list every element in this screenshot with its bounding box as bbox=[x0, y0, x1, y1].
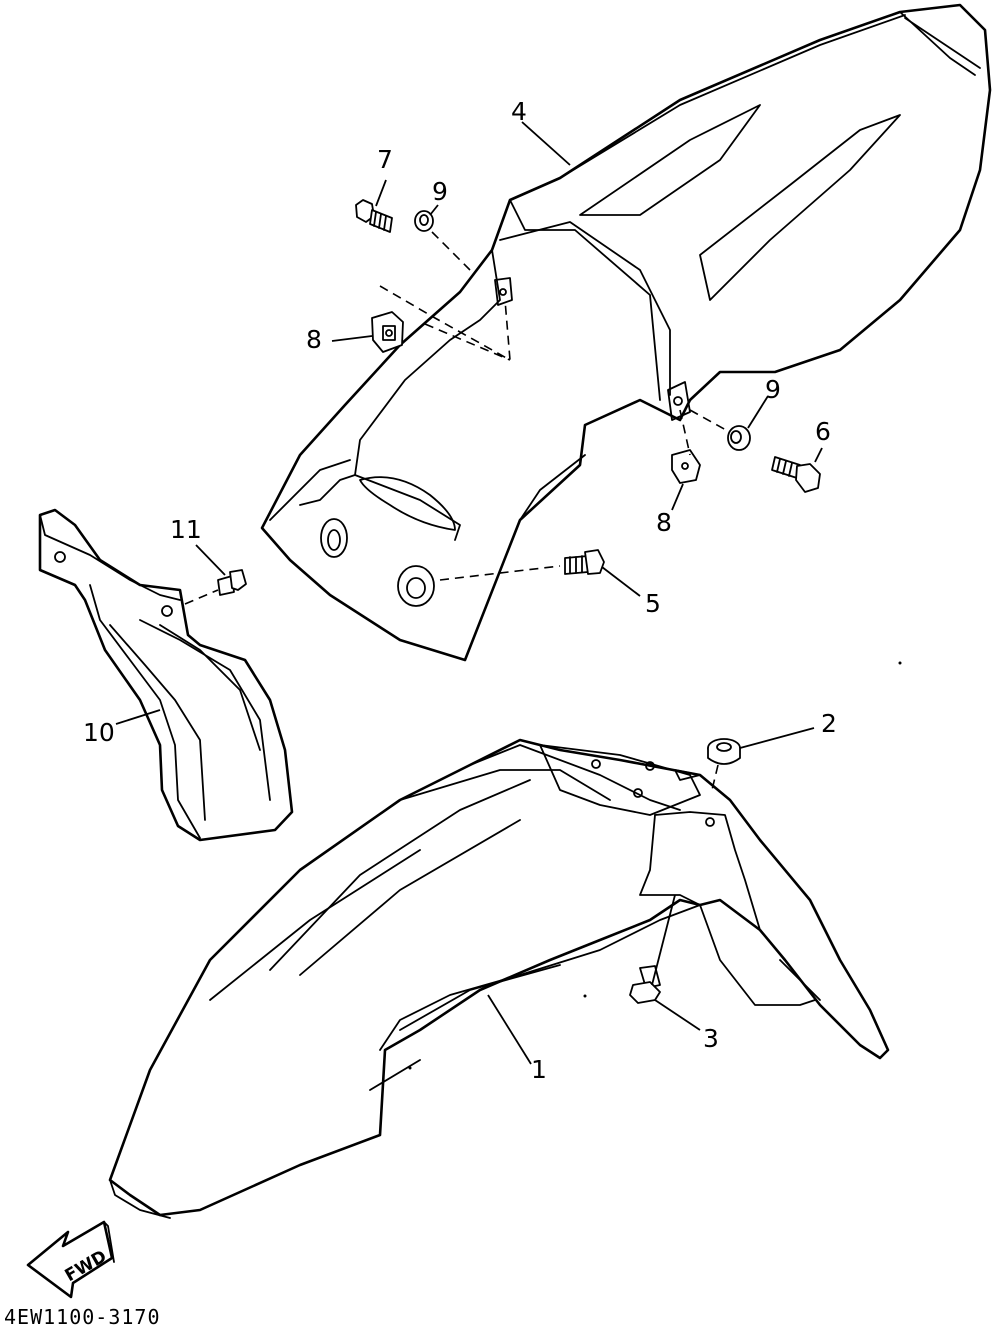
callout-4: 4 bbox=[511, 97, 527, 126]
callout-5: 5 bbox=[645, 589, 661, 618]
collar-9-right bbox=[727, 425, 751, 451]
rear-fender bbox=[260, 3, 992, 662]
callout-11: 11 bbox=[170, 515, 202, 544]
callout-1: 1 bbox=[531, 1055, 547, 1084]
diagram-part-code: 4EW1100-3170 bbox=[4, 1305, 161, 1329]
callout-8-lower: 8 bbox=[656, 508, 672, 537]
assembly-lines bbox=[184, 231, 727, 791]
leader-lines bbox=[115, 121, 823, 1065]
callout-7: 7 bbox=[377, 145, 393, 174]
callout-6: 6 bbox=[815, 417, 831, 446]
collar-9-upper bbox=[414, 210, 434, 232]
callout-9-upper: 9 bbox=[432, 177, 448, 206]
bolt-11 bbox=[217, 569, 247, 596]
rear-mud-flap bbox=[38, 508, 294, 842]
nut-8-lower bbox=[671, 449, 701, 484]
bolt-6 bbox=[771, 456, 821, 493]
forward-direction-arrow: FWD bbox=[26, 1220, 115, 1299]
nut-8-upper bbox=[371, 311, 404, 353]
callout-2: 2 bbox=[821, 709, 837, 738]
callout-8-upper: 8 bbox=[306, 325, 322, 354]
bolt-7 bbox=[355, 199, 393, 233]
callout-10: 10 bbox=[83, 718, 115, 747]
bolt-5 bbox=[564, 549, 605, 575]
front-fender bbox=[108, 738, 890, 1219]
callout-9-right: 9 bbox=[765, 375, 781, 404]
callout-3: 3 bbox=[703, 1024, 719, 1053]
grommet-2 bbox=[707, 738, 741, 765]
callout-numbers: 1 2 3 4 5 6 7 8 8 9 9 10 11 bbox=[83, 97, 837, 1084]
